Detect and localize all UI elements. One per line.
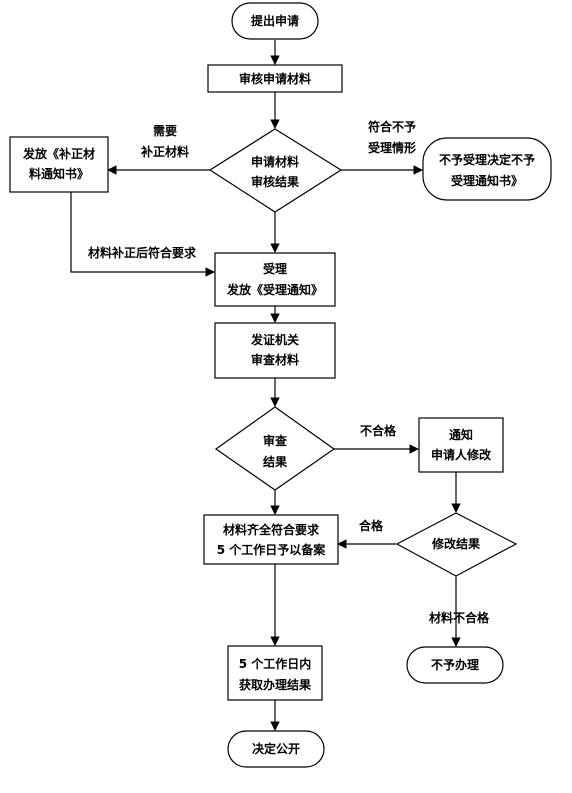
node-review-material: 审核申请材料 [207, 64, 343, 93]
node-review-result-line1: 申请材料 [251, 154, 299, 169]
node-supplement-notice: 发放《补正材 料通知书》 [9, 136, 109, 193]
node-review-result-line2: 审核结果 [251, 174, 299, 189]
edge-label-unqualified: 不合格 [360, 423, 397, 438]
decision-shape [395, 512, 518, 577]
node-submit: 提出申请 [231, 2, 319, 40]
node-publish: 决定公开 [227, 730, 325, 768]
node-filing-line1: 材料齐全符合要求 [222, 522, 320, 537]
node-supplement-notice-line1: 发放《补正材 [22, 146, 95, 161]
edge-label-not-accept-1: 符合不予 [368, 119, 416, 134]
connectors [70, 40, 461, 731]
node-notify-modify-line1: 通知 [449, 427, 473, 442]
node-accept-line1: 受理 [263, 261, 287, 276]
edge-label-not-accept-2: 受理情形 [368, 140, 416, 155]
node-review-result: 申请材料 审核结果 [208, 128, 343, 213]
node-not-handled-label: 不予办理 [431, 657, 479, 672]
node-get-result: 5 个工作日内 获取办理结果 [227, 645, 323, 701]
edge-label-need-supplement-1: 需要 [153, 123, 177, 138]
node-check-result-line1: 审查 [263, 433, 288, 448]
process-shape [9, 136, 109, 193]
process-shape [227, 645, 323, 701]
node-reject-notice: 不予受理决定不予 受理通知书》 [422, 137, 552, 201]
node-reject-notice-line2: 受理通知书》 [451, 173, 523, 188]
node-filing: 材料齐全符合要求 5 个工作日予以备案 [203, 514, 339, 565]
terminator-shape [422, 137, 552, 201]
node-modify-result-label: 修改结果 [431, 536, 480, 551]
node-publish-label: 决定公开 [252, 741, 300, 756]
node-check-result: 审查 结果 [214, 406, 336, 491]
node-check-result-line2: 结果 [263, 454, 287, 469]
decision-shape [214, 406, 336, 491]
terminator-shape [227, 730, 325, 768]
edge-label-qualified: 合格 [359, 518, 384, 533]
process-shape [418, 417, 504, 473]
edge-labels: 需要 补正材料 符合不予 受理情形 材料补正后符合要求 不合格 合格 材料不合格 [87, 119, 490, 625]
edge-label-supplemented: 材料补正后符合要求 [87, 245, 197, 260]
node-submit-label: 提出申请 [251, 13, 299, 28]
terminator-shape [406, 646, 504, 684]
node-supplement-notice-line2: 料通知书》 [29, 166, 89, 181]
node-authority-review-line1: 发证机关 [250, 332, 299, 347]
node-reject-notice-line1: 不予受理决定不予 [439, 152, 535, 167]
decision-shape [208, 128, 343, 213]
arrow-supplement-to-accept [70, 192, 215, 277]
node-get-result-line2: 获取办理结果 [238, 677, 311, 692]
node-modify-result: 修改结果 [395, 512, 518, 577]
node-get-result-line1: 5 个工作日内 [239, 656, 312, 671]
process-shape [214, 322, 336, 379]
node-filing-line2: 5 个工作日予以备案 [217, 542, 327, 557]
node-accept: 受理 发放《受理通知》 [214, 252, 336, 307]
node-accept-line2: 发放《受理通知》 [226, 282, 323, 297]
node-notify-modify-line2: 申请人修改 [431, 447, 492, 462]
terminator-shape [231, 2, 319, 40]
process-shape [207, 64, 343, 93]
node-not-handled: 不予办理 [406, 646, 504, 684]
node-notify-modify: 通知 申请人修改 [418, 417, 504, 473]
node-authority-review-line2: 审查材料 [251, 352, 299, 367]
node-review-material-label: 审核申请材料 [239, 71, 311, 86]
node-authority-review: 发证机关 审查材料 [214, 322, 336, 379]
edge-label-need-supplement-2: 补正材料 [140, 144, 189, 159]
edge-label-material-unqualified: 材料不合格 [428, 610, 490, 625]
process-shape [203, 514, 339, 565]
process-shape [214, 252, 336, 307]
